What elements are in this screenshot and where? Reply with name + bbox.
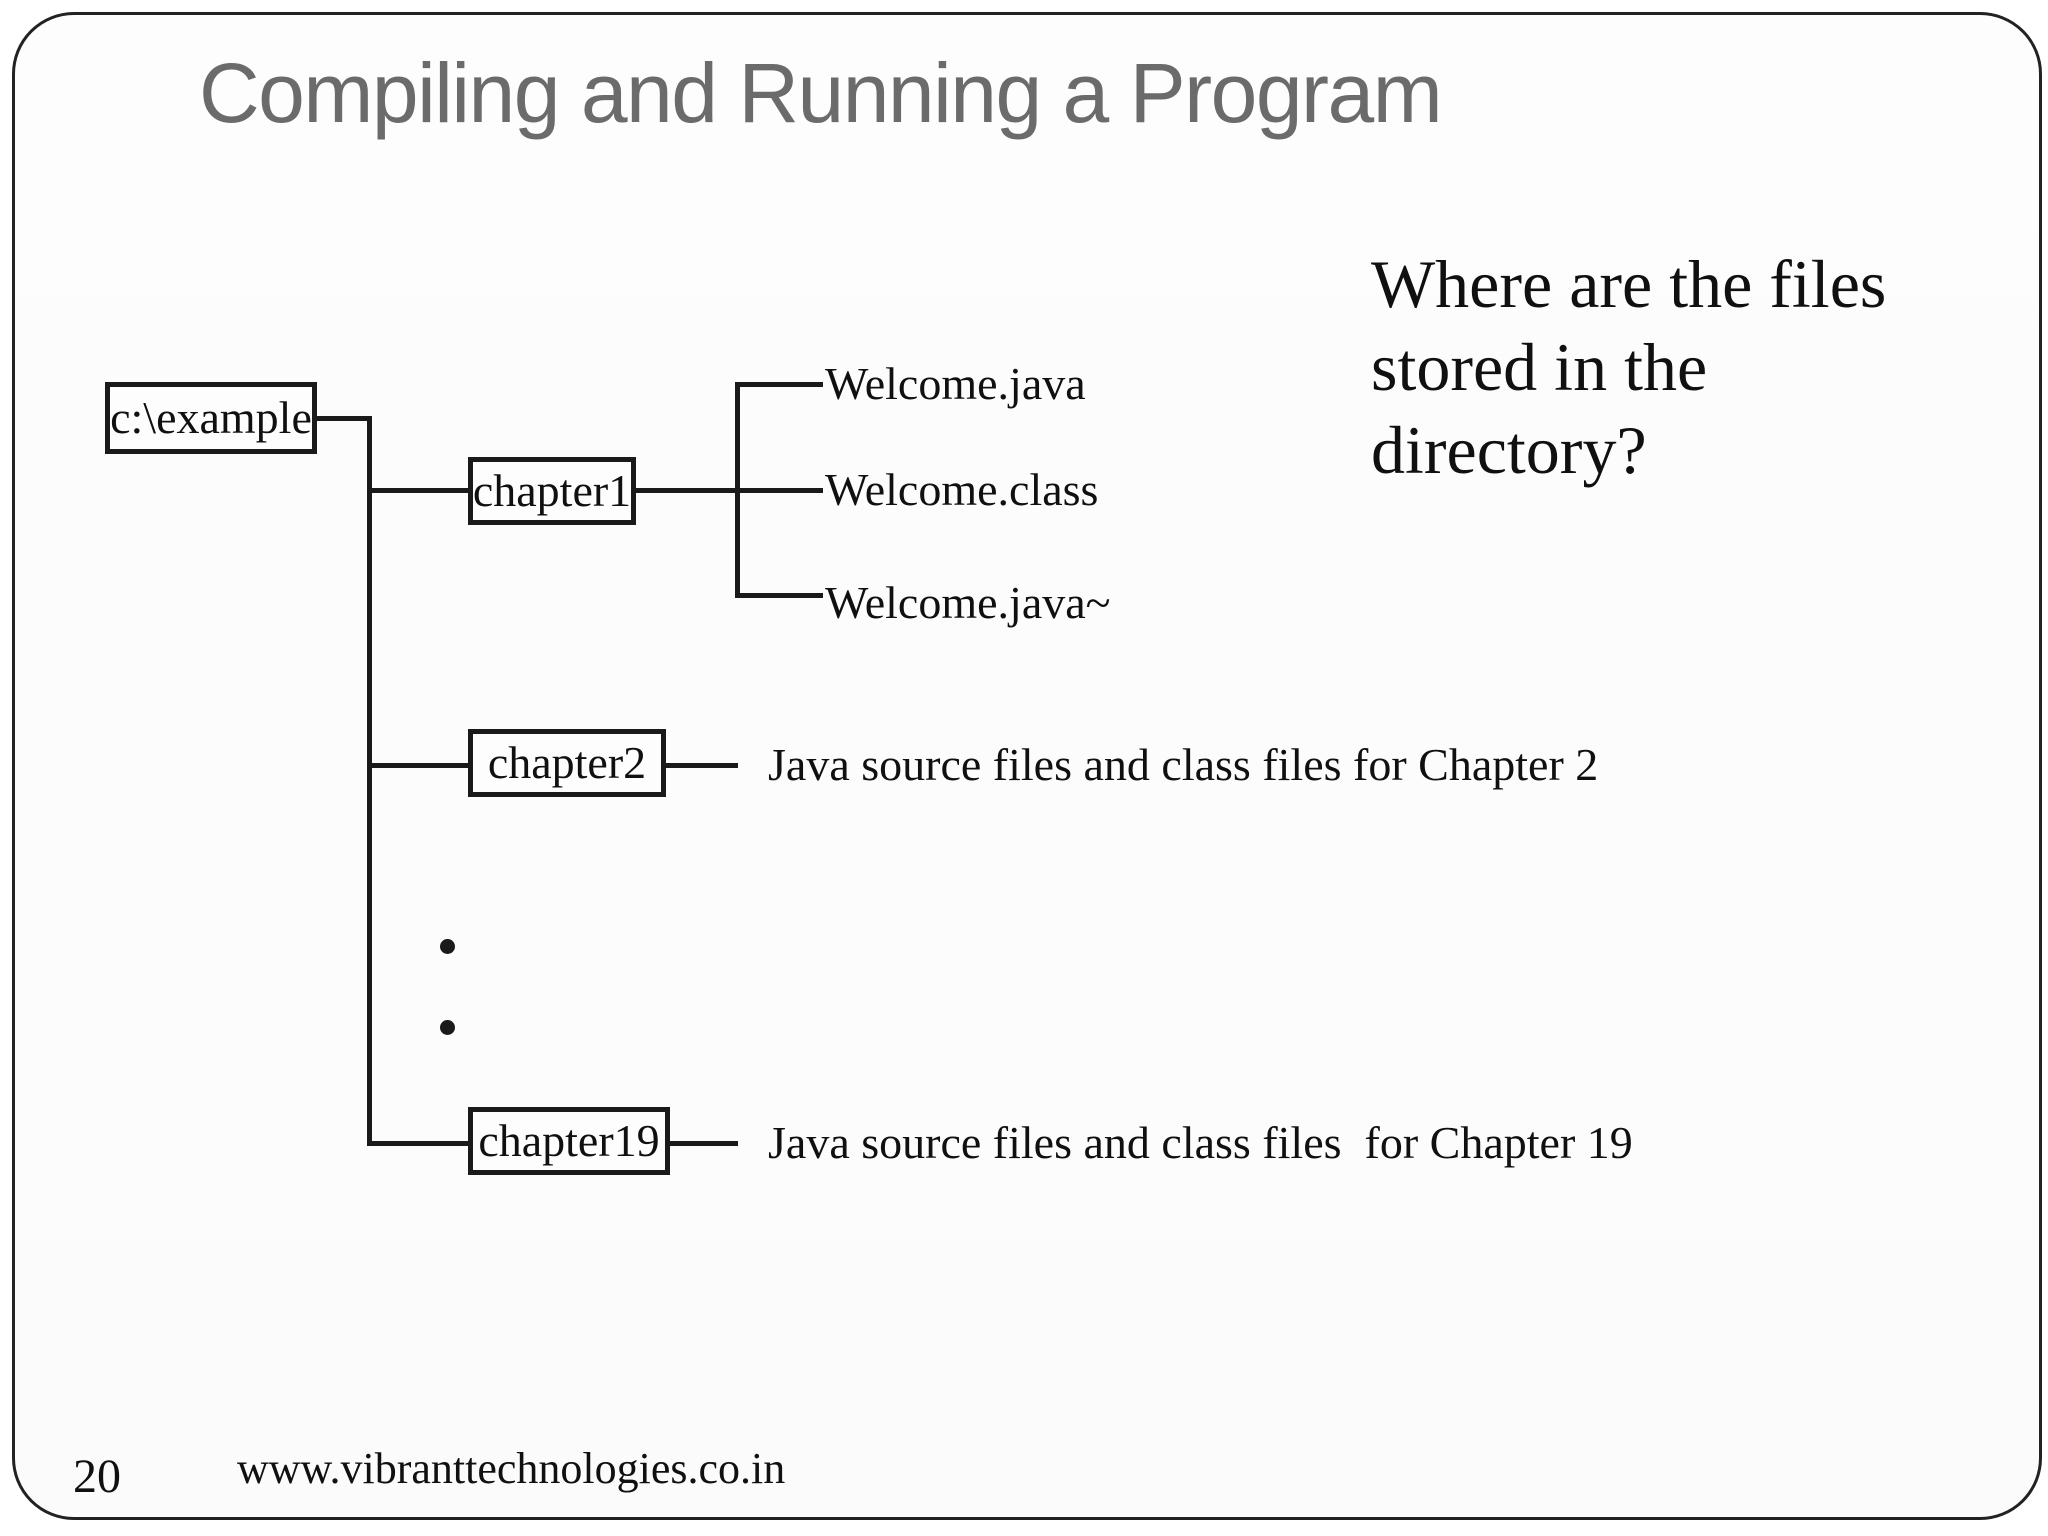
chapter1-label: chapter1	[472, 465, 632, 516]
file-label-welcome-java-backup: Welcome.java~	[825, 577, 1111, 628]
connector-chapter1-right	[636, 488, 735, 493]
page-number: 20	[73, 1450, 121, 1503]
chapter19-box: chapter19	[468, 1107, 670, 1175]
files-branch-line	[735, 382, 740, 598]
file-label-welcome-java: Welcome.java	[825, 358, 1086, 409]
connector-file-welcome-class	[740, 488, 823, 493]
chapter19-label: chapter19	[478, 1115, 660, 1166]
question-text: Where are the files stored in the direct…	[1371, 246, 1887, 488]
ellipsis-dot-icon	[440, 939, 455, 954]
chapter1-box: chapter1	[468, 457, 636, 525]
chapter19-note: Java source files and class files for Ch…	[768, 1117, 1633, 1168]
connector-chapter19-right	[670, 1141, 738, 1146]
chapter2-label: chapter2	[487, 737, 647, 788]
connector-chapter2	[367, 763, 468, 768]
connector-root-stub	[317, 416, 372, 421]
file-label-welcome-class: Welcome.class	[825, 464, 1099, 515]
connector-chapter1	[367, 488, 468, 493]
slide-title: Compiling and Running a Program	[199, 46, 1443, 140]
slide-frame: Compiling and Running a Program Where ar…	[12, 12, 2042, 1520]
chapter2-box: chapter2	[468, 729, 666, 797]
connector-file-welcome-java	[735, 382, 823, 387]
connector-file-welcome-java-backup	[735, 593, 823, 598]
connector-chapter19	[367, 1141, 468, 1146]
connector-chapter2-right	[666, 763, 738, 768]
chapter2-note: Java source files and class files for Ch…	[768, 739, 1599, 790]
ellipsis-dot-icon	[440, 1020, 455, 1035]
footer-url: www.vibranttechnologies.co.in	[237, 1444, 786, 1493]
tree-trunk-line	[367, 416, 372, 1146]
root-directory-label: c:\example	[110, 392, 312, 443]
root-directory-box: c:\example	[105, 382, 317, 454]
